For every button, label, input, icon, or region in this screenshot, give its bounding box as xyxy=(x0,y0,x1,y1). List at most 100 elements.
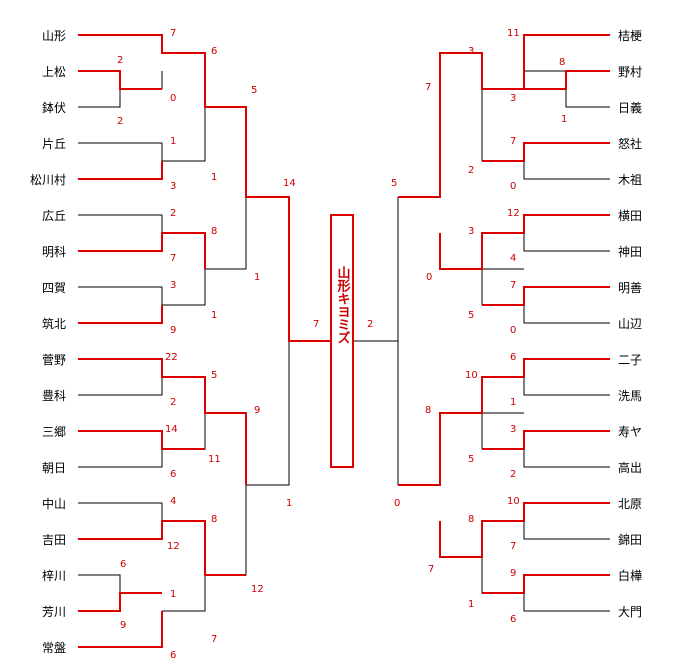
team-left: 明科 xyxy=(42,245,66,259)
final-score-right: 2 xyxy=(367,319,373,330)
score-label: 5 xyxy=(211,370,217,381)
champion-box xyxy=(330,214,354,468)
score-label: 7 xyxy=(170,28,176,39)
team-left: 片丘 xyxy=(42,137,66,151)
score-label: 3 xyxy=(510,93,516,104)
score-label: 8 xyxy=(425,405,431,416)
score-label: 10 xyxy=(507,496,520,507)
team-right: 高出 xyxy=(618,460,642,475)
score-label: 6 xyxy=(510,352,516,363)
score-label: 0 xyxy=(426,272,432,283)
score-label: 7 xyxy=(510,136,516,147)
champion-name: 山形キヨミズ xyxy=(335,265,351,344)
score-label: 1 xyxy=(211,172,217,183)
score-label: 1 xyxy=(286,498,292,509)
score-label: 5 xyxy=(391,178,397,189)
team-right: 二子 xyxy=(618,353,642,367)
final-score-left: 7 xyxy=(313,319,319,330)
score-label: 2 xyxy=(117,55,123,66)
score-label: 1 xyxy=(211,310,217,321)
score-label: 7 xyxy=(510,280,516,291)
team-left: 豊科 xyxy=(42,389,66,403)
score-label: 0 xyxy=(510,325,516,336)
team-left: 吉田 xyxy=(42,533,66,547)
score-label: 7 xyxy=(170,253,176,264)
score-label: 8 xyxy=(559,57,565,68)
score-label: 11 xyxy=(507,28,520,39)
score-label: 9 xyxy=(510,568,516,579)
team-right: 神田 xyxy=(618,245,642,259)
team-left: 筑北 xyxy=(42,316,66,331)
team-right: 怒社 xyxy=(618,136,642,151)
team-left: 常盤 xyxy=(42,641,66,655)
score-label: 5 xyxy=(468,310,474,321)
score-label: 3 xyxy=(170,181,176,192)
team-right: 大門 xyxy=(618,605,642,619)
score-label: 6 xyxy=(120,559,126,570)
team-left: 芳川 xyxy=(42,605,66,619)
score-label: 6 xyxy=(170,469,176,480)
score-label: 6 xyxy=(211,46,217,57)
team-right: 白樺 xyxy=(618,568,642,583)
team-left: 上松 xyxy=(42,65,66,79)
score-label: 3 xyxy=(468,46,474,57)
score-label: 5 xyxy=(251,85,257,96)
score-label: 1 xyxy=(170,136,176,147)
score-label: 8 xyxy=(468,514,474,525)
score-label: 4 xyxy=(170,496,176,507)
score-label: 7 xyxy=(425,82,431,93)
score-label: 1 xyxy=(468,599,474,610)
score-label: 6 xyxy=(170,650,176,661)
score-label: 1 xyxy=(561,114,567,125)
score-label: 9 xyxy=(120,620,126,631)
team-left: 三郷 xyxy=(42,425,66,439)
score-label: 9 xyxy=(170,325,176,336)
score-label: 1 xyxy=(254,272,260,283)
score-label: 12 xyxy=(251,584,264,595)
score-label: 6 xyxy=(510,614,516,625)
team-right: 明善 xyxy=(618,280,642,295)
team-left: 朝日 xyxy=(42,461,66,475)
score-label: 2 xyxy=(468,165,474,176)
team-left: 中山 xyxy=(42,496,66,511)
team-right: 山辺 xyxy=(618,317,642,331)
score-label: 8 xyxy=(211,226,217,237)
team-left: 鉢伏 xyxy=(42,101,66,115)
score-label: 9 xyxy=(254,405,260,416)
score-label: 12 xyxy=(167,541,180,552)
team-left: 山形 xyxy=(42,29,66,43)
team-left: 梓川 xyxy=(42,568,66,583)
score-label: 3 xyxy=(510,424,516,435)
score-label: 7 xyxy=(428,564,434,575)
team-left: 四賀 xyxy=(42,281,66,295)
score-label: 2 xyxy=(170,397,176,408)
score-label: 3 xyxy=(170,280,176,291)
score-label: 2 xyxy=(510,469,516,480)
team-right: 寿ヤ xyxy=(618,425,642,439)
score-label: 4 xyxy=(510,253,516,264)
score-label: 1 xyxy=(170,589,176,600)
team-right: 洗馬 xyxy=(618,389,642,403)
team-right: 桔梗 xyxy=(618,28,642,43)
score-label: 7 xyxy=(510,541,516,552)
score-label: 12 xyxy=(507,208,520,219)
score-label: 14 xyxy=(283,178,296,189)
score-label: 14 xyxy=(165,424,178,435)
team-right: 木祖 xyxy=(618,172,642,187)
team-right: 錦田 xyxy=(618,532,642,547)
team-right: 横田 xyxy=(618,209,642,223)
team-right: 野村 xyxy=(618,65,642,79)
score-label: 5 xyxy=(468,454,474,465)
score-label: 8 xyxy=(211,514,217,525)
team-right: 日義 xyxy=(618,100,642,115)
score-label: 2 xyxy=(170,208,176,219)
team-left: 広丘 xyxy=(42,209,66,223)
score-label: 3 xyxy=(468,226,474,237)
score-label: 10 xyxy=(465,370,478,381)
score-label: 0 xyxy=(170,93,176,104)
score-label: 0 xyxy=(510,181,516,192)
score-label: 22 xyxy=(165,352,178,363)
team-left: 菅野 xyxy=(42,353,66,367)
score-label: 11 xyxy=(208,454,221,465)
